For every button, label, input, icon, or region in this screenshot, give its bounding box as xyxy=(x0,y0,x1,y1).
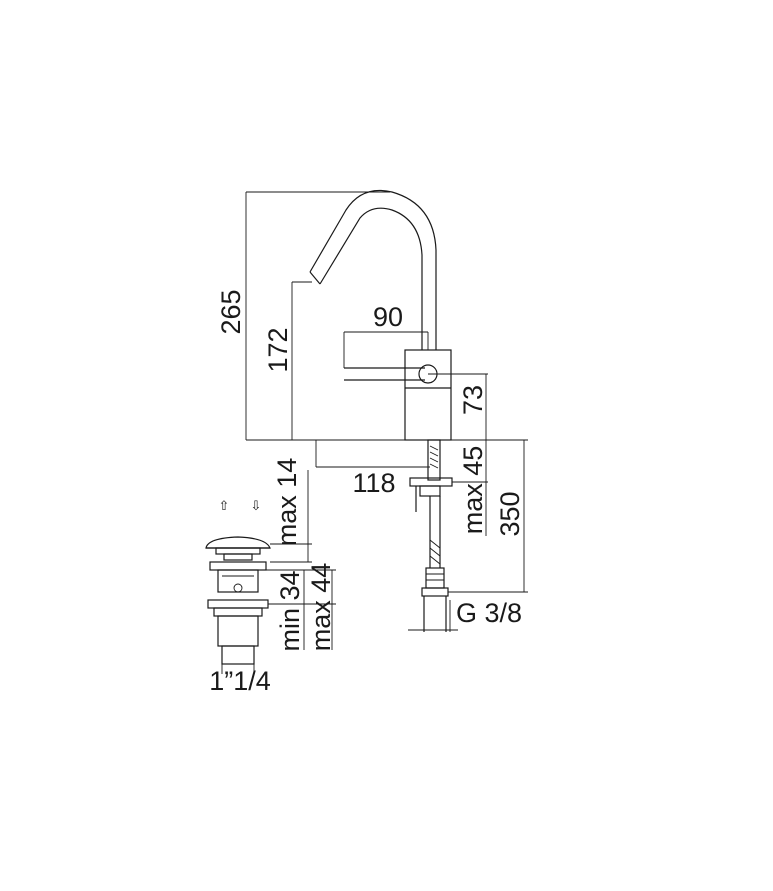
max-deck-tap-label: max 45 xyxy=(458,446,488,535)
arrow-down-icon: ⇩ xyxy=(251,499,262,514)
hose-length-label: 350 xyxy=(495,491,525,536)
dimension-max-plug-lift: max 14 xyxy=(270,458,312,563)
dimension-base-offset: 118 xyxy=(315,440,430,498)
connection-thread-label: G 3/8 xyxy=(456,598,522,628)
spout-reach-label: 90 xyxy=(373,302,403,332)
dimension-deck-thickness-waste: min 34 max 44 xyxy=(266,563,336,652)
waste-outline xyxy=(205,536,271,665)
dimension-total-height: 265 xyxy=(216,191,405,441)
max-plug-lift-label: max 14 xyxy=(272,458,302,547)
total-height-label: 265 xyxy=(216,289,246,334)
dimension-body-height: 73 xyxy=(428,373,488,440)
waste-arrows: ⇧ ⇩ xyxy=(219,499,262,514)
waste-thread-label: 1”1/4 xyxy=(209,666,271,696)
base-offset-label: 118 xyxy=(352,468,395,498)
tap-outline xyxy=(309,189,453,632)
dimension-waste-thread: 1”1/4 xyxy=(209,664,271,696)
dimension-hose-length: 350 xyxy=(448,440,528,593)
body-height-label: 73 xyxy=(458,385,488,415)
max-deck-waste-label: max 44 xyxy=(306,563,336,652)
dimension-spout-height: 172 xyxy=(263,281,312,440)
dimension-max-deck-tap: max 45 xyxy=(440,439,528,536)
dimension-connection-thread: G 3/8 xyxy=(408,598,522,632)
arrow-up-icon: ⇧ xyxy=(219,499,230,514)
dimension-spout-reach: 90 xyxy=(343,302,429,368)
min-deck-waste-label: min 34 xyxy=(275,570,305,651)
spout-height-label: 172 xyxy=(263,327,293,372)
